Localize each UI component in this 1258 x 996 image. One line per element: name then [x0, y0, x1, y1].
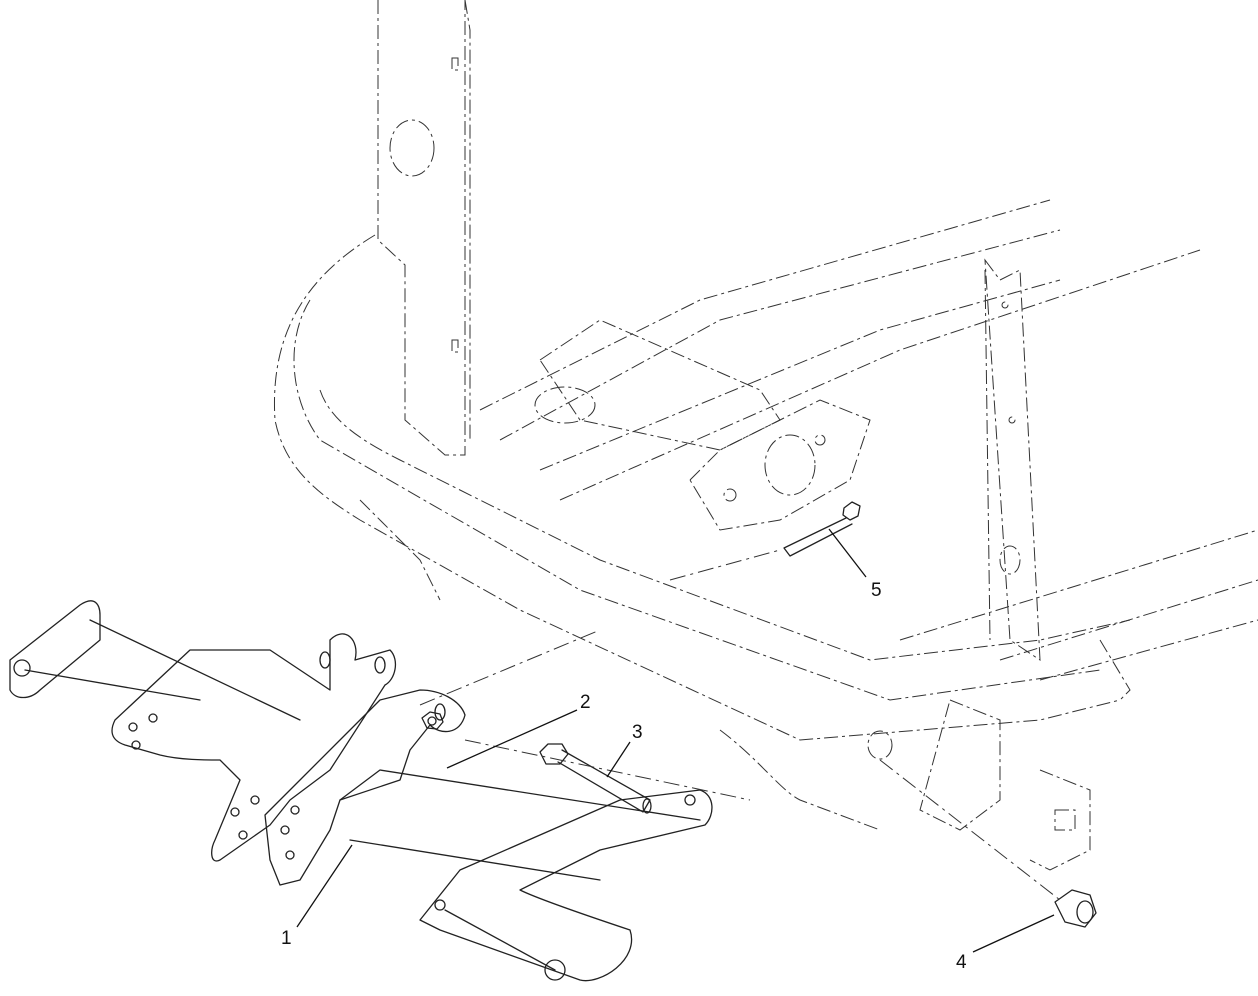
callout-1: 1	[281, 928, 292, 949]
hitch-bracket-assembly	[9, 600, 713, 982]
bolt-upper	[783, 501, 861, 557]
frame-phantom	[273, 0, 1258, 871]
leader-1	[296, 844, 353, 928]
leader-3	[606, 741, 631, 778]
callout-4: 4	[956, 952, 967, 973]
callout-3: 3	[632, 722, 643, 743]
bolt-long	[539, 743, 652, 814]
leader-2	[446, 709, 578, 769]
nut-large	[1054, 889, 1097, 928]
leader-5	[828, 528, 867, 578]
leader-4	[972, 914, 1055, 953]
nut-small	[421, 711, 444, 730]
callout-2: 2	[580, 692, 591, 713]
callout-5: 5	[871, 580, 882, 601]
